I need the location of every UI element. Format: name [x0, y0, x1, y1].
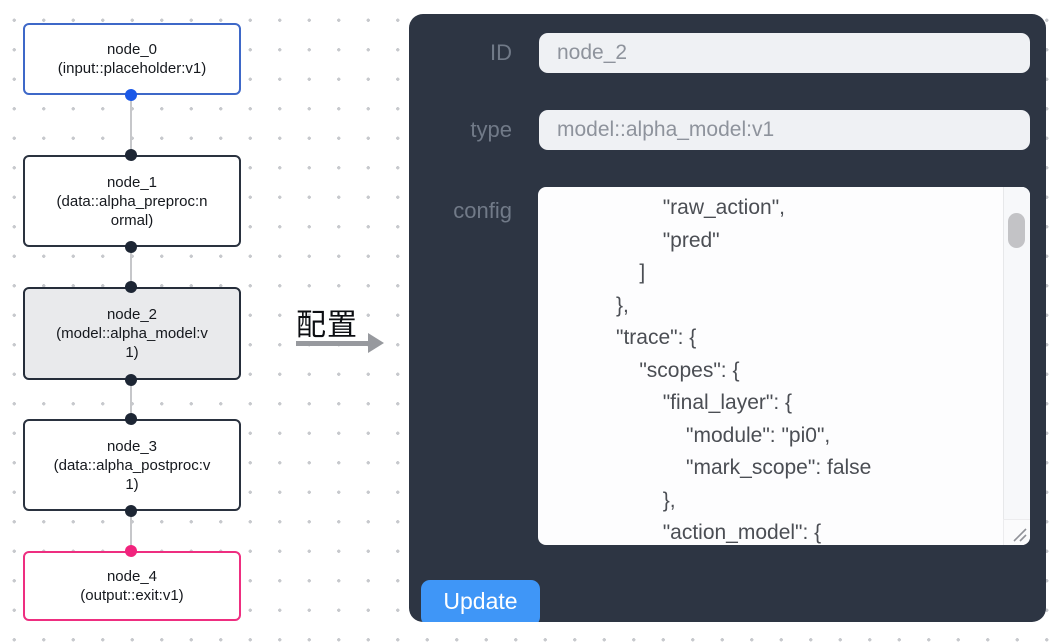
- config-scrollbar-thumb[interactable]: [1008, 213, 1025, 248]
- right-arrow-head-icon: [368, 333, 384, 353]
- config-field-label: config: [453, 198, 512, 223]
- graph-node-node_3[interactable]: node_3 (data::alpha_postproc:v1): [23, 419, 241, 511]
- graph-node-node_2-selected[interactable]: node_2 (model::alpha_model:v1): [23, 287, 241, 380]
- type-field-label: type: [470, 117, 512, 142]
- edge-node1-node2: [130, 247, 132, 287]
- edge-node0-node1: [130, 95, 132, 155]
- config-scrollbar[interactable]: [1003, 187, 1030, 519]
- resize-grip-icon: [1013, 528, 1027, 542]
- type-input[interactable]: [539, 110, 1030, 150]
- graph-node-node_4[interactable]: node_4 (output::exit:v1): [23, 551, 241, 621]
- node-title: node_2: [106, 306, 158, 323]
- graph-node-node_1[interactable]: node_1 (data::alpha_preproc:normal): [23, 155, 241, 247]
- configure-label: 配置: [296, 309, 358, 342]
- graph-node-node_0[interactable]: node_0 (input::placeholder:v1): [23, 23, 241, 95]
- id-input[interactable]: [539, 33, 1030, 73]
- config-textarea[interactable]: "raw_action", "pred" ] }, "trace": { "sc…: [538, 187, 1030, 545]
- node-subtitle: (model::alpha_model:v1): [56, 325, 208, 361]
- node-title: node_3: [106, 437, 158, 455]
- textarea-resize-handle[interactable]: [1003, 519, 1030, 545]
- right-arrow-icon: [296, 341, 368, 346]
- edge-node2-node3: [130, 380, 132, 419]
- port-node_2-out[interactable]: [125, 374, 137, 386]
- port-node_0-out[interactable]: [125, 89, 137, 101]
- node-subtitle: (data::alpha_preproc:normal): [56, 192, 208, 229]
- node-subtitle: (output::exit:v1): [80, 587, 184, 604]
- port-node_3-out[interactable]: [125, 505, 137, 517]
- port-node_3-in[interactable]: [125, 413, 137, 425]
- node-subtitle: (data::alpha_postproc:v1): [53, 456, 211, 493]
- node-title: node_4: [106, 568, 158, 585]
- update-button[interactable]: Update: [421, 580, 540, 622]
- node-config-panel: ID type config "raw_action", "pred" ] },…: [409, 14, 1046, 622]
- port-node_4-in[interactable]: [125, 545, 137, 557]
- node-title: node_1: [106, 173, 158, 191]
- id-field-label: ID: [490, 40, 512, 65]
- port-node_2-in[interactable]: [125, 281, 137, 293]
- port-node_1-out[interactable]: [125, 241, 137, 253]
- node-title: node_0: [106, 41, 158, 58]
- node-subtitle: (input::placeholder:v1): [57, 60, 207, 77]
- edge-node3-node4: [130, 511, 132, 551]
- config-json-text: "raw_action", "pred" ] }, "trace": { "sc…: [616, 196, 872, 544]
- port-node_1-in[interactable]: [125, 149, 137, 161]
